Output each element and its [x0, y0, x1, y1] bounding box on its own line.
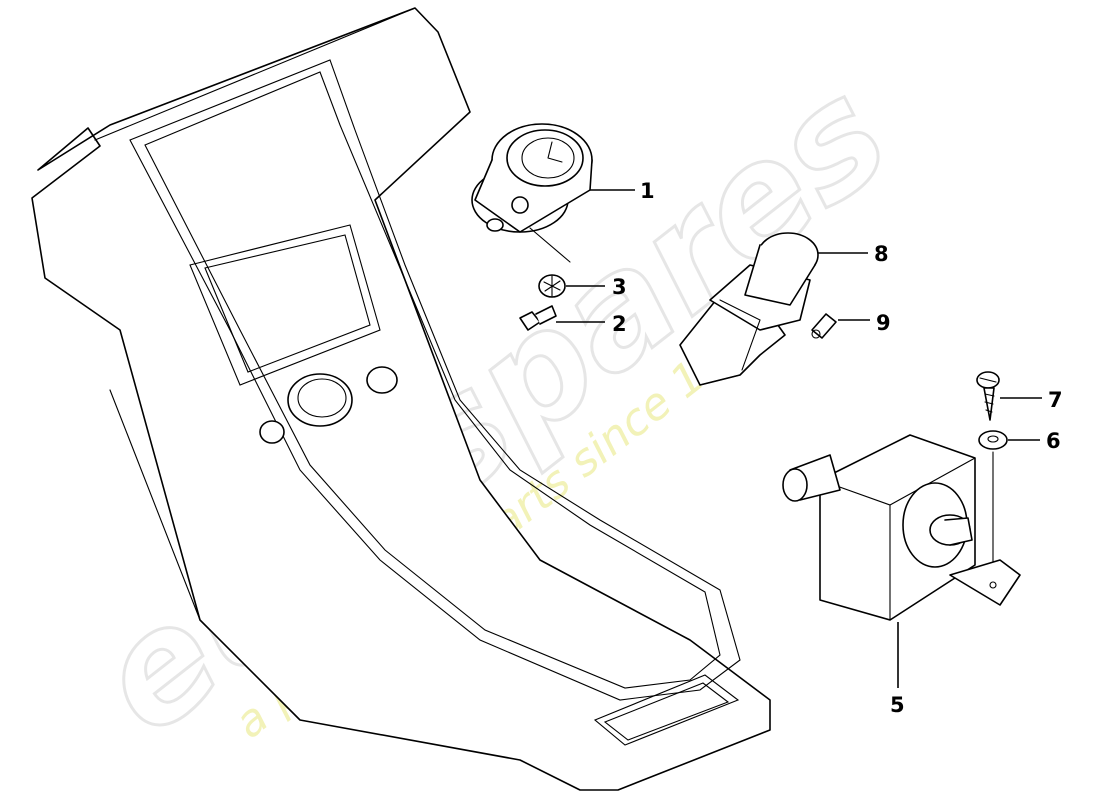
part-switch-housing [679, 232, 819, 386]
callout-2: 2 [556, 312, 627, 336]
part-bulb [811, 313, 837, 339]
part-washer [978, 430, 1008, 450]
callout-5-label: 5 [890, 693, 905, 717]
part-clock [471, 123, 593, 263]
part-screw [976, 371, 1000, 421]
part-relay-unit [782, 434, 1021, 621]
center-console [31, 7, 771, 791]
part-screw-small [519, 305, 557, 331]
callout-8-label: 8 [874, 242, 889, 266]
part-nut [538, 274, 566, 298]
callout-3-label: 3 [612, 275, 627, 299]
callout-5: 5 [890, 622, 905, 717]
callout-3: 3 [566, 275, 627, 299]
callout-1-label: 1 [640, 179, 655, 203]
callout-9-label: 9 [876, 311, 891, 335]
callout-7: 7 [1000, 388, 1063, 412]
callout-7-label: 7 [1048, 388, 1063, 412]
callout-8: 8 [818, 242, 889, 266]
callout-9: 9 [838, 311, 891, 335]
callout-2-label: 2 [612, 312, 627, 336]
callout-6: 6 [1008, 429, 1061, 453]
callout-1: 1 [590, 179, 655, 203]
callout-6-label: 6 [1046, 429, 1061, 453]
